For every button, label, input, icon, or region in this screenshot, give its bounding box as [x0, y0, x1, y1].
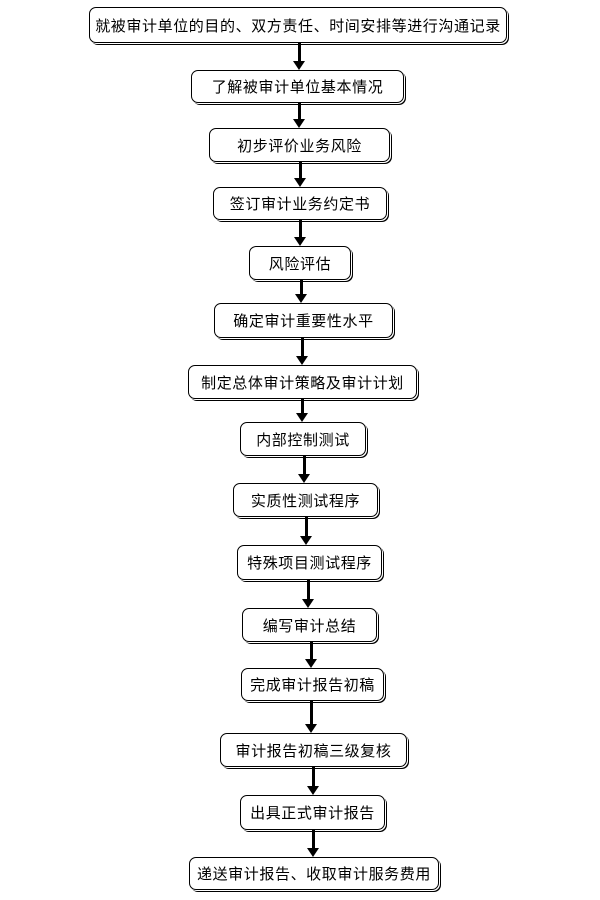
arrow-head [300, 536, 312, 545]
arrow-down-icon [305, 701, 317, 733]
arrow-shaft [309, 642, 313, 660]
flow-node-13: 审计报告初稿三级复核 [220, 733, 407, 767]
arrow-head [305, 659, 317, 668]
arrow-shaft [300, 399, 304, 414]
arrow-shaft [302, 456, 306, 475]
flow-node-1: 就被审计单位的目的、双方责任、时间安排等进行沟通记录 [89, 7, 507, 43]
flow-node-label: 制定总体审计策略及审计计划 [201, 374, 404, 392]
arrow-head [296, 356, 308, 365]
arrow-head [295, 294, 307, 303]
flow-node-6: 确定审计重要性水平 [214, 303, 393, 338]
arrow-shaft [299, 280, 303, 295]
arrow-down-icon [295, 280, 307, 303]
arrow-shaft [306, 580, 310, 600]
arrow-down-icon [302, 580, 314, 608]
arrow-shaft [304, 517, 308, 537]
flow-node-12: 完成审计报告初稿 [241, 668, 384, 701]
arrow-down-icon [305, 642, 317, 668]
flow-node-label: 完成审计报告初稿 [250, 677, 375, 694]
flow-node-label: 确定审计重要性水平 [233, 313, 374, 330]
arrow-head [302, 599, 314, 608]
flow-node-10: 特殊项目测试程序 [237, 545, 382, 580]
flow-node-8: 内部控制测试 [240, 422, 366, 456]
flow-node-label: 递送审计报告、收取审计服务费用 [196, 866, 431, 883]
arrow-head [293, 61, 305, 70]
arrow-shaft [298, 220, 302, 238]
arrow-shaft [297, 103, 301, 120]
flow-node-4: 签订审计业务约定书 [213, 187, 387, 220]
arrow-shaft [300, 338, 304, 357]
arrow-head [298, 474, 310, 483]
flow-node-2: 了解被审计单位基本情况 [191, 70, 404, 103]
flow-node-label: 风险评估 [268, 255, 332, 273]
arrow-head [307, 848, 319, 857]
flow-node-label: 签订审计业务约定书 [229, 196, 371, 213]
arrow-down-icon [298, 456, 310, 483]
arrow-down-icon [307, 767, 319, 795]
arrow-down-icon [307, 830, 319, 857]
arrow-shaft [298, 162, 302, 179]
flow-node-15: 递送审计报告、收取审计服务费用 [189, 857, 439, 890]
flow-node-label: 出具正式审计报告 [250, 805, 375, 822]
arrow-down-icon [296, 399, 308, 422]
flow-node-label: 实质性测试程序 [250, 492, 361, 510]
arrow-head [293, 119, 305, 128]
arrow-head [294, 178, 306, 187]
arrow-shaft [311, 830, 315, 849]
flow-node-label: 编写审计总结 [262, 617, 357, 635]
flow-node-3: 初步评价业务风险 [209, 128, 390, 162]
arrow-down-icon [293, 103, 305, 128]
flow-node-label: 就被审计单位的目的、双方责任、时间安排等进行沟通记录 [95, 17, 501, 35]
flow-node-label: 审计报告初稿三级复核 [235, 742, 392, 760]
flow-node-label: 内部控制测试 [256, 431, 350, 449]
arrow-down-icon [296, 338, 308, 365]
arrow-head [294, 237, 306, 246]
arrow-head [305, 724, 317, 733]
flow-node-5: 风险评估 [249, 246, 351, 280]
arrow-shaft [311, 767, 315, 787]
arrow-shaft [309, 701, 313, 725]
flow-node-14: 出具正式审计报告 [240, 795, 385, 830]
flow-node-label: 初步评价业务风险 [237, 137, 362, 155]
flow-node-7: 制定总体审计策略及审计计划 [188, 365, 417, 399]
flow-node-9: 实质性测试程序 [233, 483, 378, 517]
flow-node-label: 了解被审计单位基本情况 [211, 79, 384, 96]
arrow-head [307, 786, 319, 795]
arrow-down-icon [294, 162, 306, 187]
flow-node-11: 编写审计总结 [242, 608, 377, 642]
arrow-down-icon [300, 517, 312, 545]
flow-node-label: 特殊项目测试程序 [247, 555, 372, 572]
arrow-head [296, 413, 308, 422]
arrow-down-icon [293, 43, 305, 70]
arrow-shaft [297, 43, 301, 62]
arrow-down-icon [294, 220, 306, 246]
